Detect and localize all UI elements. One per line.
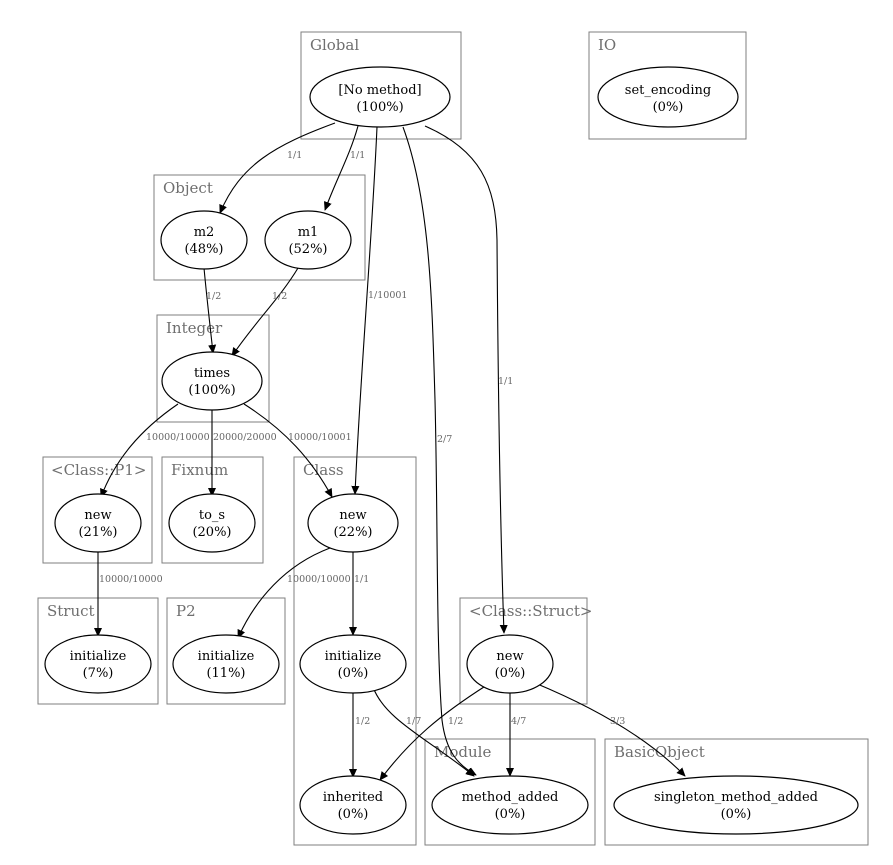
- edge-label-m1-times: 1/2: [272, 291, 287, 302]
- node-pct: (100%): [356, 100, 403, 115]
- cluster-label-fixnum: Fixnum: [171, 461, 228, 479]
- cluster-io: IO: [588, 31, 747, 140]
- node-name: initialize: [198, 649, 255, 664]
- edge-times-to-class-new: [243, 403, 333, 498]
- node-name: inherited: [323, 790, 383, 805]
- node-method-added: method_added (0%): [431, 775, 589, 835]
- edge-label-times-class-new: 10000/10001: [288, 432, 352, 443]
- node-name: set_encoding: [625, 83, 711, 98]
- node-class-struct-new: new (0%): [466, 634, 554, 694]
- edge-label-no-method-m1: 1/1: [350, 150, 365, 161]
- edge-label-class-new-p2-init: 10000/10000: [287, 574, 351, 585]
- node-name: m2: [194, 225, 215, 240]
- node-pct: (11%): [206, 666, 245, 681]
- cluster-label-p2: P2: [176, 602, 196, 620]
- cluster-label-class: Class: [303, 461, 344, 479]
- node-inherited: inherited (0%): [299, 775, 407, 835]
- cluster-object: Object: [153, 174, 366, 281]
- cluster-label-global: Global: [310, 36, 359, 54]
- node-set-encoding: set_encoding (0%): [597, 66, 739, 128]
- node-pct: (0%): [653, 100, 684, 115]
- edge-labels: 1/1 1/1 1/10001 2/7 1/1 1/2 1/2 10000/10…: [99, 150, 625, 727]
- edge-label-class-init-inherited: 1/2: [355, 716, 370, 727]
- cluster-label-object: Object: [163, 179, 213, 197]
- edge-times-to-p1-new: [100, 403, 179, 498]
- node-pct: (7%): [83, 666, 114, 681]
- cluster-basic-object: BasicObject: [604, 738, 869, 846]
- cluster-class-struct: <Class::Struct>: [459, 597, 592, 705]
- cluster-label-io: IO: [598, 36, 616, 54]
- node-m1: m1 (52%): [264, 210, 352, 270]
- node-name: m1: [298, 225, 319, 240]
- node-pct: (48%): [184, 242, 223, 257]
- cluster-label-class-struct: <Class::Struct>: [469, 602, 592, 620]
- cluster-label-class-p1: <Class::P1>: [51, 461, 147, 479]
- edge-m2-to-times: [203, 267, 217, 354]
- edge-no-method-to-m2: [219, 122, 336, 214]
- node-pct: (100%): [188, 383, 235, 398]
- edge-class-new-to-p2-initialize: [237, 547, 331, 639]
- node-pct: (52%): [288, 242, 327, 257]
- edge-label-p1-new-struct-init: 10000/10000: [99, 574, 163, 585]
- edge-label-no-method-method-added: 2/7: [437, 434, 452, 445]
- edge-label-class-struct-singleton: 3/3: [610, 716, 625, 727]
- edge-no-method-to-class-struct-new: [424, 125, 508, 634]
- node-name: initialize: [70, 649, 127, 664]
- node-struct-initialize: initialize (7%): [44, 634, 152, 694]
- node-no-method: [No method] (100%): [309, 66, 451, 128]
- edge-no-method-to-class-new: [351, 126, 378, 495]
- cluster-global: Global: [300, 31, 462, 140]
- node-pct: (20%): [192, 525, 231, 540]
- edge-class-struct-new-to-singleton: [534, 682, 686, 777]
- node-name: initialize: [325, 649, 382, 664]
- node-name: [No method]: [338, 83, 421, 98]
- node-pct: (0%): [338, 807, 369, 822]
- edge-no-method-to-method-added: [402, 126, 477, 776]
- node-name: times: [194, 366, 230, 381]
- node-to-s: to_s (20%): [168, 493, 256, 553]
- edge-class-initialize-to-method-added: [372, 686, 475, 777]
- edge-label-class-init-method-added: 1/7: [406, 716, 421, 727]
- node-name: new: [496, 649, 523, 664]
- edge-class-struct-new-to-inherited: [379, 684, 488, 781]
- node-name: singleton_method_added: [654, 790, 818, 805]
- node-times: times (100%): [161, 351, 263, 411]
- edge-label-class-struct-method-added: 4/7: [511, 716, 526, 727]
- cluster-p2: P2: [166, 597, 286, 705]
- edge-label-class-new-class-init: 1/1: [354, 574, 369, 585]
- node-class-new: new (22%): [307, 493, 399, 553]
- edge-no-method-to-m1: [323, 125, 359, 211]
- node-name: to_s: [199, 508, 225, 523]
- edge-label-no-method-class-struct-new: 1/1: [498, 376, 513, 387]
- cluster-label-basic-object: BasicObject: [614, 743, 705, 761]
- cluster-label-integer: Integer: [166, 319, 223, 337]
- node-name: new: [84, 508, 111, 523]
- node-singleton-method-added: singleton_method_added (0%): [613, 775, 859, 835]
- node-p1-new: new (21%): [54, 493, 142, 553]
- edge-label-m2-times: 1/2: [206, 291, 221, 302]
- edge-label-no-method-m2: 1/1: [287, 150, 302, 161]
- node-name: new: [339, 508, 366, 523]
- edges: [93, 122, 686, 781]
- node-m2: m2 (48%): [160, 210, 248, 270]
- node-pct: (0%): [721, 807, 752, 822]
- cluster-label-struct: Struct: [47, 602, 95, 620]
- node-pct: (0%): [495, 807, 526, 822]
- edge-label-times-p1-new: 10000/10000: [146, 432, 210, 443]
- edge-m1-to-times: [231, 267, 299, 357]
- node-pct: (0%): [338, 666, 369, 681]
- node-pct: (21%): [78, 525, 117, 540]
- node-name: method_added: [462, 790, 559, 805]
- node-class-initialize: initialize (0%): [299, 634, 407, 694]
- node-pct: (0%): [495, 666, 526, 681]
- node-pct: (22%): [333, 525, 372, 540]
- cluster-class: Class: [293, 456, 417, 846]
- edge-label-times-to-s: 20000/20000: [213, 432, 277, 443]
- edge-label-no-method-class-new: 1/10001: [368, 290, 407, 301]
- edge-label-class-struct-inherited: 1/2: [448, 716, 463, 727]
- cluster-integer: Integer: [156, 314, 270, 423]
- node-p2-initialize: initialize (11%): [172, 634, 280, 694]
